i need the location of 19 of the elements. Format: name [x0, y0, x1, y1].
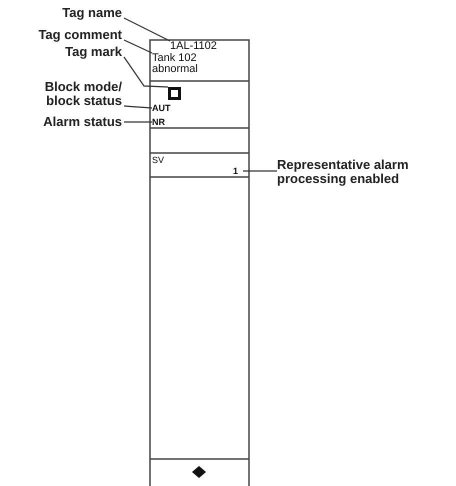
callout-label: Representative alarm processing enabled [277, 158, 447, 188]
callout-label: Tag mark [40, 45, 122, 60]
alarm-status-text: NR [152, 117, 170, 127]
leader-line [124, 56, 168, 88]
field-label: SV [152, 155, 164, 166]
tag-name-text: 1AL-1102 [170, 41, 230, 54]
leader-line [124, 39, 152, 54]
callout-label: Tag comment [10, 28, 122, 43]
alarm-flag-text: 1 [233, 166, 243, 176]
mode-status-text: AUT [152, 103, 174, 113]
leader-line [243, 170, 277, 172]
callout-label: Alarm status [20, 115, 122, 130]
leader-line [124, 121, 152, 123]
leader-line [124, 17, 170, 42]
tag-comment-text: Tank 102 abnormal [152, 53, 212, 76]
leader-line [124, 105, 152, 109]
callout-label: Tag name [40, 6, 122, 21]
callout-label: Block mode/ block status [20, 80, 122, 109]
tag-mark-icon [168, 87, 181, 100]
